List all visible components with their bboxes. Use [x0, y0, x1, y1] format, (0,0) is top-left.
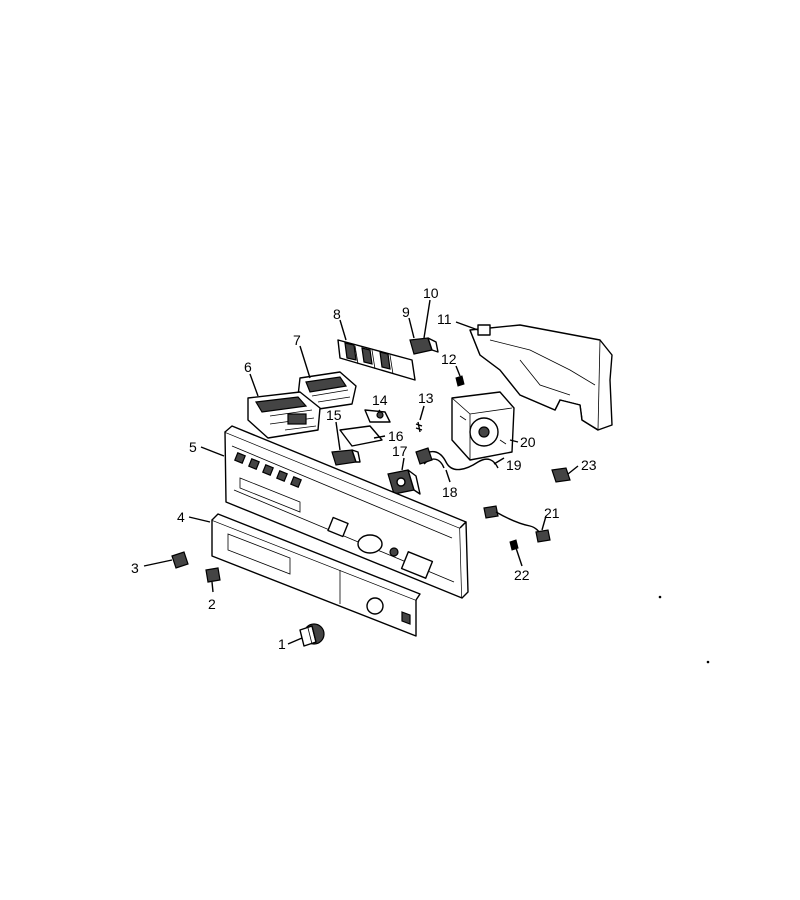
- callout-4: 4: [177, 509, 185, 525]
- part-5-control-panel: [224, 425, 469, 599]
- callout-8: 8: [333, 306, 341, 322]
- part-2-knob: [205, 567, 221, 583]
- callout-labels: 1 2 3 4 5 6 7 8 9 10 11 12 13 14 15 16 1…: [131, 285, 597, 652]
- callout-14: 14: [372, 392, 388, 408]
- leader-lines: [143, 299, 579, 645]
- part-16-pad: [339, 425, 383, 447]
- part-18-wire-harness: [415, 447, 499, 471]
- callout-19: 19: [506, 457, 522, 473]
- callout-17: 17: [392, 443, 408, 459]
- scan-specks: [658, 595, 710, 664]
- callout-15: 15: [326, 407, 342, 423]
- part-14-clip: [364, 409, 391, 423]
- part-6-block: [247, 391, 321, 439]
- callout-18: 18: [442, 484, 458, 500]
- callout-5: 5: [189, 439, 197, 455]
- callout-2: 2: [208, 596, 216, 612]
- callout-7: 7: [293, 332, 301, 348]
- callout-16: 16: [388, 428, 404, 444]
- part-15-switch: [331, 449, 361, 466]
- callout-22: 22: [514, 567, 530, 583]
- part-23-knob: [551, 467, 571, 483]
- part-8-board: [337, 339, 416, 381]
- callout-1: 1: [278, 636, 286, 652]
- callout-12: 12: [441, 351, 457, 367]
- part-12-screw: [455, 375, 465, 387]
- part-3-knob: [171, 551, 189, 569]
- panel-buttons: [234, 452, 302, 488]
- part-1-dial: [299, 623, 325, 647]
- callout-6: 6: [244, 359, 252, 375]
- callout-20: 20: [520, 434, 536, 450]
- part-22-screw: [509, 539, 519, 551]
- callout-23: 23: [581, 457, 597, 473]
- part-17-selector: [387, 469, 421, 495]
- part-4-front-panel: [211, 513, 421, 637]
- part-7-connector: [297, 371, 357, 411]
- part-9-switch: [409, 337, 439, 355]
- part-13-spring: [415, 421, 423, 433]
- callout-3: 3: [131, 560, 139, 576]
- part-11-housing: [469, 324, 613, 431]
- callout-9: 9: [402, 304, 410, 320]
- part-20-timer: [451, 391, 515, 461]
- callout-11: 11: [437, 311, 452, 327]
- callout-13: 13: [418, 390, 434, 406]
- part-21-cable: [483, 505, 551, 543]
- callout-21: 21: [544, 505, 560, 521]
- callout-10: 10: [423, 285, 439, 301]
